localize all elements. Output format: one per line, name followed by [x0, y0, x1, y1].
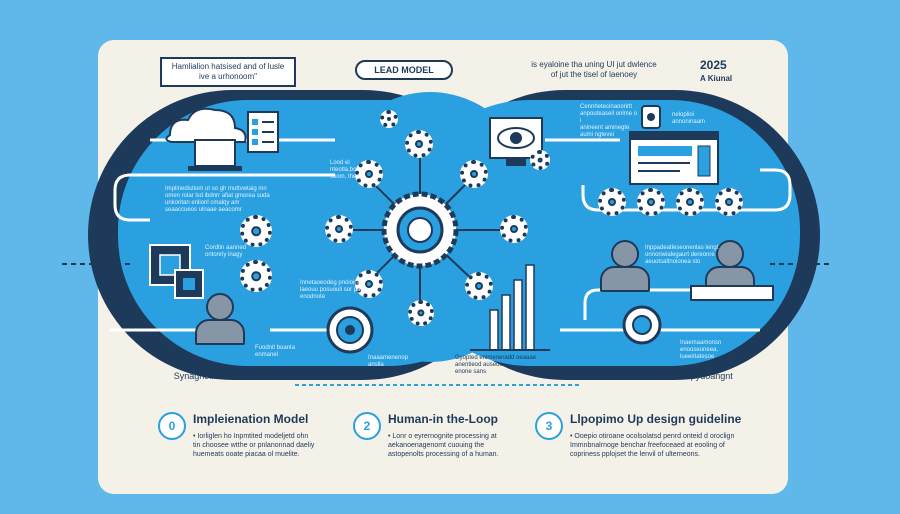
- text-right-low: Inaemaamonsn enooseuneea, lueeirtatesoe: [680, 340, 722, 360]
- gear-icon: [240, 215, 272, 247]
- gear-icon: [355, 160, 383, 188]
- large-target-icon: [326, 306, 374, 354]
- gear-icon: [500, 215, 528, 243]
- lock-icon: [641, 105, 661, 129]
- step-text-2: • Lonr o eyrernognite processing at aeka…: [388, 433, 499, 458]
- gear-icon: [408, 300, 434, 326]
- process-step-icon: [715, 188, 743, 216]
- gear-icon: [325, 215, 353, 243]
- user-icon: [600, 240, 650, 292]
- text-center-mid: Innetaoeodeg pnoioing laeouu posuouli so…: [300, 280, 366, 300]
- year-sublabel: A Kiunal: [700, 74, 733, 83]
- desk-icon: [690, 285, 774, 301]
- year-label: 2025: [700, 58, 727, 72]
- gear-icon: [240, 260, 272, 292]
- gear-icon: [355, 270, 383, 298]
- text-left-upper: Implinedistiom ut so gh muttvwtaig mn om…: [165, 186, 270, 213]
- process-step-icon: [676, 188, 704, 216]
- text-right-top: Cennhetecinaoorirlt anpouteaseil onlme o…: [580, 104, 638, 138]
- gear-icon: [530, 150, 550, 170]
- lead-model-pill: LEAD MODEL: [355, 60, 453, 80]
- text-right-mid: Inppadeatleseonenlas lengt onnonwialegau…: [645, 245, 719, 265]
- user-icon: [195, 293, 245, 345]
- right-side-label: Copydoangnt: [679, 371, 733, 381]
- bar-chart-icon: [470, 264, 550, 351]
- process-step-icon: [598, 188, 626, 216]
- text-center-top: Lood el nteotla,bolsol soom, the l: [330, 160, 366, 180]
- browser-window-icon: [629, 131, 719, 185]
- gear-icon: [465, 272, 493, 300]
- gear-icon: [460, 160, 488, 188]
- gear-icon: [380, 110, 398, 128]
- laptop-icon: [188, 139, 242, 171]
- text-left-lower: Fuodnit boanta enmanel: [255, 345, 296, 358]
- target-ring-icon: [622, 305, 662, 345]
- step-title-1: Impleienation Model: [193, 412, 309, 426]
- text-center-low: Inaaamenenop anslla: [368, 355, 409, 368]
- step-text-3: • Ooepio otiroane ocolsolatsd penrd onte…: [570, 433, 735, 458]
- circuit-board-icon: [149, 244, 204, 299]
- gear-icon: [405, 130, 433, 158]
- center-hub-icon: [381, 191, 459, 269]
- text-left-mid: Cordtin aanned ontonriy inagy: [205, 245, 247, 258]
- step-number-2: 2: [353, 412, 381, 440]
- cloud-icon: [165, 107, 247, 143]
- step-text-1: • Iorliglen ho Inpmtited modeljetd ohn t…: [193, 433, 315, 458]
- step-number-1: 0: [158, 412, 186, 440]
- text-right-box: neloplioi annoninaam: [672, 112, 706, 125]
- left-side-label: Synagnollone: [173, 371, 229, 381]
- step-number-3: 3: [535, 412, 563, 440]
- top-left-note: Hamlialion hatsised and of lusle ive a u…: [160, 57, 296, 87]
- step-title-3: Llpopimo Up design guideline: [570, 412, 742, 426]
- checklist-icon: [247, 111, 279, 153]
- text-center-bottom: Gyopted enimeneradd oeaaae anentieod aus…: [455, 355, 537, 375]
- process-step-icon: [637, 188, 665, 216]
- top-right-note: is eyaloine tha uning UI jut dwlence of …: [531, 60, 657, 79]
- step-title-2: Human-in the-Loop: [388, 412, 498, 426]
